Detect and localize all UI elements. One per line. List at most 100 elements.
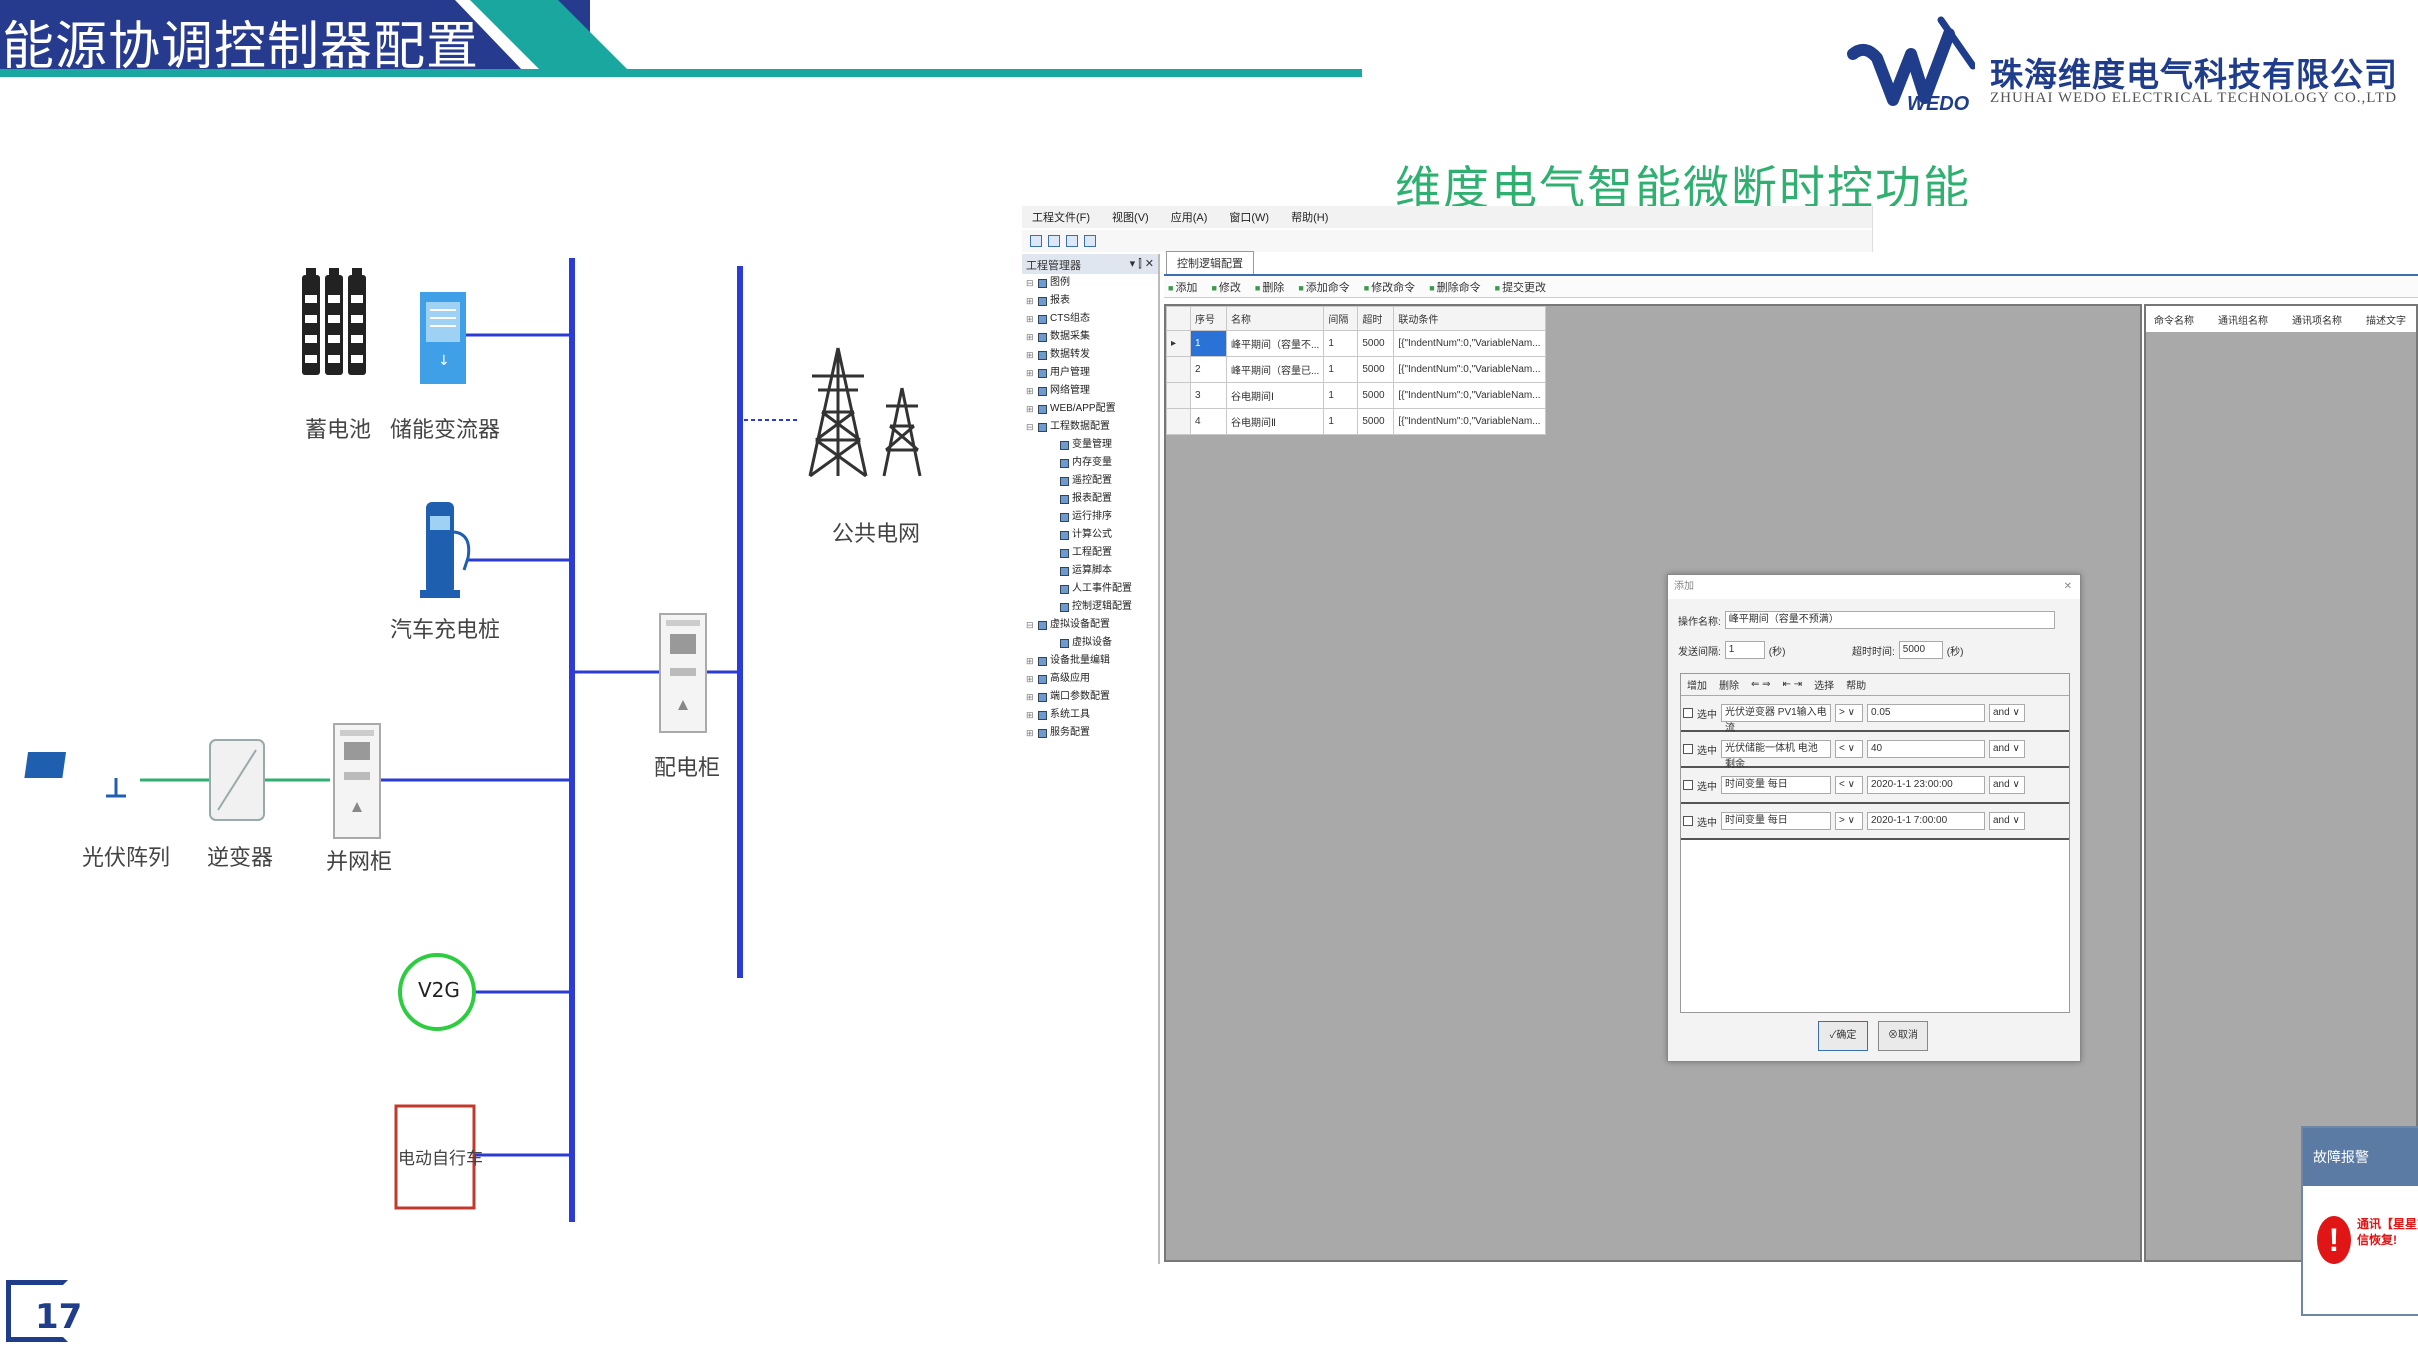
condition-operator[interactable]: < ∨ xyxy=(1835,740,1863,758)
tree-item[interactable]: ⊞设备批量编辑 xyxy=(1022,652,1158,670)
menu-view[interactable]: 视图(V) xyxy=(1112,212,1149,224)
interval-input[interactable]: 1 xyxy=(1724,641,1765,659)
table-cell[interactable]: 5000 xyxy=(1357,382,1395,409)
condition-value[interactable]: 0.05 xyxy=(1867,704,1985,722)
new-icon[interactable] xyxy=(1030,235,1042,247)
add-command-button[interactable]: 添加命令 xyxy=(1298,279,1350,295)
condition-value[interactable]: 2020-1-1 23:00:00 xyxy=(1867,776,1985,794)
table-cell[interactable]: [{"IndentNum":0,"VariableNam... xyxy=(1393,408,1546,435)
col-description[interactable]: 描述文字 xyxy=(2366,315,2406,327)
expand-toggle-icon[interactable]: ⊞ xyxy=(1026,296,1034,306)
expand-toggle-icon[interactable]: ⊞ xyxy=(1026,386,1034,396)
name-input[interactable]: 峰平期间（容量不预满） xyxy=(1724,611,2055,629)
col-interval[interactable]: 间隔 xyxy=(1323,306,1359,331)
tree-item[interactable]: ⊞CTS组态 xyxy=(1022,310,1158,328)
tree-item[interactable]: ⊟虚拟设备配置 xyxy=(1022,616,1158,634)
help-button[interactable]: 帮助 xyxy=(1846,681,1867,692)
table-cell[interactable]: [{"IndentNum":0,"VariableNam... xyxy=(1393,356,1546,383)
edit-button[interactable]: 修改 xyxy=(1211,279,1241,295)
table-cell[interactable]: 5000 xyxy=(1357,408,1395,435)
expand-toggle-icon[interactable]: ⊞ xyxy=(1026,368,1034,378)
condition-checkbox[interactable] xyxy=(1683,780,1693,790)
row-selector[interactable] xyxy=(1166,356,1191,383)
tree-item[interactable]: 变量管理 xyxy=(1022,436,1158,454)
tree-item[interactable]: ⊞WEB/APP配置 xyxy=(1022,400,1158,418)
tree-item[interactable]: ⊞系统工具 xyxy=(1022,706,1158,724)
tree-item[interactable]: 内存变量 xyxy=(1022,454,1158,472)
condition-logic[interactable]: and ∨ xyxy=(1989,740,2025,758)
col-timeout[interactable]: 超时 xyxy=(1357,306,1395,331)
delete-command-button[interactable]: 删除命令 xyxy=(1429,279,1481,295)
condition-operator[interactable]: > ∨ xyxy=(1835,704,1863,722)
table-cell[interactable]: 5000 xyxy=(1357,356,1395,383)
condition-checkbox[interactable] xyxy=(1683,744,1693,754)
tree-item[interactable]: ⊟工程数据配置 xyxy=(1022,418,1158,436)
condition-value[interactable]: 40 xyxy=(1867,740,1985,758)
tree-item[interactable]: 运算脚本 xyxy=(1022,562,1158,580)
condition-operator[interactable]: < ∨ xyxy=(1835,776,1863,794)
col-index[interactable]: 序号 xyxy=(1190,306,1227,331)
delete-button[interactable]: 删除 xyxy=(1255,279,1284,295)
condition-value[interactable]: 2020-1-1 7:00:00 xyxy=(1867,812,1985,830)
select-button[interactable]: 选择 xyxy=(1814,681,1835,692)
menu-window[interactable]: 窗口(W) xyxy=(1229,212,1270,224)
tab-control-logic[interactable]: 控制逻辑配置 xyxy=(1166,251,1254,274)
expand-toggle-icon[interactable]: ⊟ xyxy=(1026,278,1034,288)
col-comm-item[interactable]: 通讯项名称 xyxy=(2292,315,2342,327)
table-cell[interactable]: [{"IndentNum":0,"VariableNam... xyxy=(1393,382,1546,409)
submit-changes-button[interactable]: 提交更改 xyxy=(1495,279,1546,295)
col-condition[interactable]: 联动条件 xyxy=(1393,306,1546,331)
tree-item[interactable]: ⊞网络管理 xyxy=(1022,382,1158,400)
condition-logic[interactable]: and ∨ xyxy=(1989,704,2025,722)
menu-apply[interactable]: 应用(A) xyxy=(1170,212,1208,224)
dialog-close-icon[interactable]: ✕ xyxy=(2063,581,2072,592)
timeout-input[interactable]: 5000 xyxy=(1898,641,1943,659)
expand-toggle-icon[interactable]: ⊞ xyxy=(1026,656,1034,666)
table-cell[interactable]: 1 xyxy=(1323,356,1359,383)
expand-toggle-icon[interactable]: ⊞ xyxy=(1026,350,1034,360)
tree-item[interactable]: ⊞数据转发 xyxy=(1022,346,1158,364)
row-selector[interactable] xyxy=(1166,408,1191,435)
run-icon[interactable] xyxy=(1084,235,1096,247)
table-cell[interactable]: 谷电期间Ⅰ xyxy=(1225,382,1325,409)
condition-logic[interactable]: and ∨ xyxy=(1989,812,2025,830)
condition-variable[interactable]: 光伏储能一体机 电池剩余 xyxy=(1721,740,1831,770)
row-selector[interactable]: ▸ xyxy=(1166,330,1191,357)
col-name[interactable]: 名称 xyxy=(1225,306,1325,331)
table-cell[interactable]: 谷电期间Ⅱ xyxy=(1225,408,1325,435)
tree-item[interactable]: ⊞用户管理 xyxy=(1022,364,1158,382)
expand-toggle-icon[interactable]: ⊞ xyxy=(1026,710,1034,720)
condition-checkbox[interactable] xyxy=(1683,708,1693,718)
table-cell[interactable]: [{"IndentNum":0,"VariableNam... xyxy=(1393,330,1546,357)
table-cell[interactable]: 1 xyxy=(1190,330,1227,357)
save-icon[interactable] xyxy=(1066,235,1078,247)
expand-toggle-icon[interactable]: ⊞ xyxy=(1026,728,1034,738)
table-cell[interactable]: 1 xyxy=(1323,330,1359,357)
delete-condition-button[interactable]: 删除 xyxy=(1719,681,1739,692)
move-button[interactable]: ⇤ ⇥ xyxy=(1782,679,1803,690)
expand-toggle-icon[interactable]: ⊞ xyxy=(1026,332,1034,342)
tree-item[interactable]: 报表配置 xyxy=(1022,490,1158,508)
condition-variable[interactable]: 时间变量 每日 xyxy=(1721,812,1831,830)
expand-toggle-icon[interactable]: ⊟ xyxy=(1026,620,1034,630)
expand-toggle-icon[interactable]: ⊞ xyxy=(1026,314,1034,324)
tree-item[interactable]: 人工事件配置 xyxy=(1022,580,1158,598)
expand-toggle-icon[interactable]: ⊟ xyxy=(1026,422,1034,432)
condition-operator[interactable]: > ∨ xyxy=(1835,812,1863,830)
table-cell[interactable]: 峰平期间（容量不... xyxy=(1225,330,1325,357)
tree-item[interactable]: ⊞服务配置 xyxy=(1022,724,1158,742)
table-cell[interactable]: 2 xyxy=(1190,356,1227,383)
expand-toggle-icon[interactable]: ⊞ xyxy=(1026,692,1034,702)
add-condition-button[interactable]: 增加 xyxy=(1687,681,1707,692)
table-cell[interactable]: 1 xyxy=(1323,382,1359,409)
tree-item[interactable]: 运行排序 xyxy=(1022,508,1158,526)
tree-item[interactable]: ⊞数据采集 xyxy=(1022,328,1158,346)
indent-button[interactable]: ⇐ ⇒ xyxy=(1751,679,1771,690)
tree-item[interactable]: ⊞高级应用 xyxy=(1022,670,1158,688)
edit-command-button[interactable]: 修改命令 xyxy=(1364,279,1415,295)
col-command-name[interactable]: 命令名称 xyxy=(2154,315,2194,327)
tree-pin-close-icons[interactable]: ▾ ⫿ ✕ xyxy=(1129,258,1154,270)
open-icon[interactable] xyxy=(1048,235,1060,247)
